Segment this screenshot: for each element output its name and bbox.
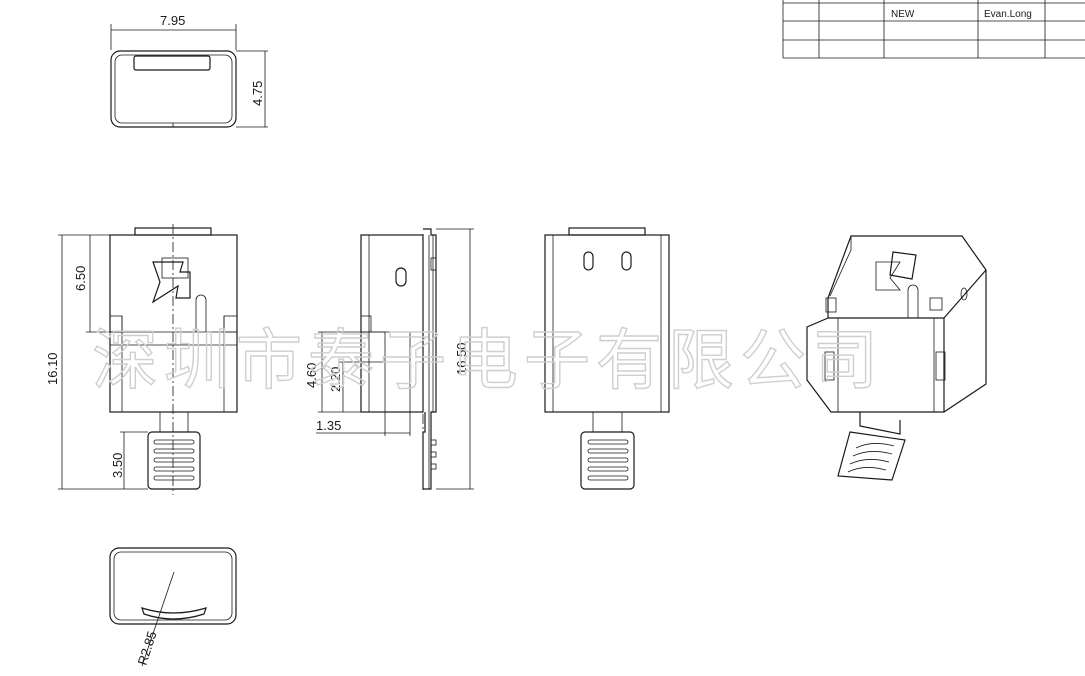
title-block-author: Evan.Long bbox=[984, 9, 1032, 20]
dim-top-width: 7.95 bbox=[160, 13, 185, 28]
dim-side-b: 2.20 bbox=[328, 367, 343, 392]
bottom-view: R2.85 bbox=[109, 547, 237, 667]
dim-bottom-radius: R2.85 bbox=[135, 629, 160, 667]
front-view: 16.10 6.50 3.50 bbox=[45, 224, 238, 495]
dim-side-a: 4.60 bbox=[304, 363, 319, 388]
side-view: 16.50 4.60 2.20 1.35 bbox=[304, 228, 474, 490]
dim-top-height: 4.75 bbox=[250, 81, 265, 106]
top-view: 7.95 4.75 bbox=[110, 13, 268, 128]
rear-view bbox=[544, 227, 670, 490]
dim-side-total: 16.50 bbox=[454, 342, 469, 375]
title-block-status: NEW bbox=[891, 9, 915, 20]
dim-side-c: 1.35 bbox=[316, 418, 341, 433]
watermark-text: 深圳市泰子电子有限公司 bbox=[92, 322, 884, 399]
isometric-view bbox=[806, 235, 987, 481]
dim-front-upper: 6.50 bbox=[73, 266, 88, 291]
title-block: NEW Evan.Long bbox=[782, 0, 1085, 59]
dim-front-total: 16.10 bbox=[45, 352, 60, 385]
dim-front-tab: 3.50 bbox=[110, 453, 125, 478]
